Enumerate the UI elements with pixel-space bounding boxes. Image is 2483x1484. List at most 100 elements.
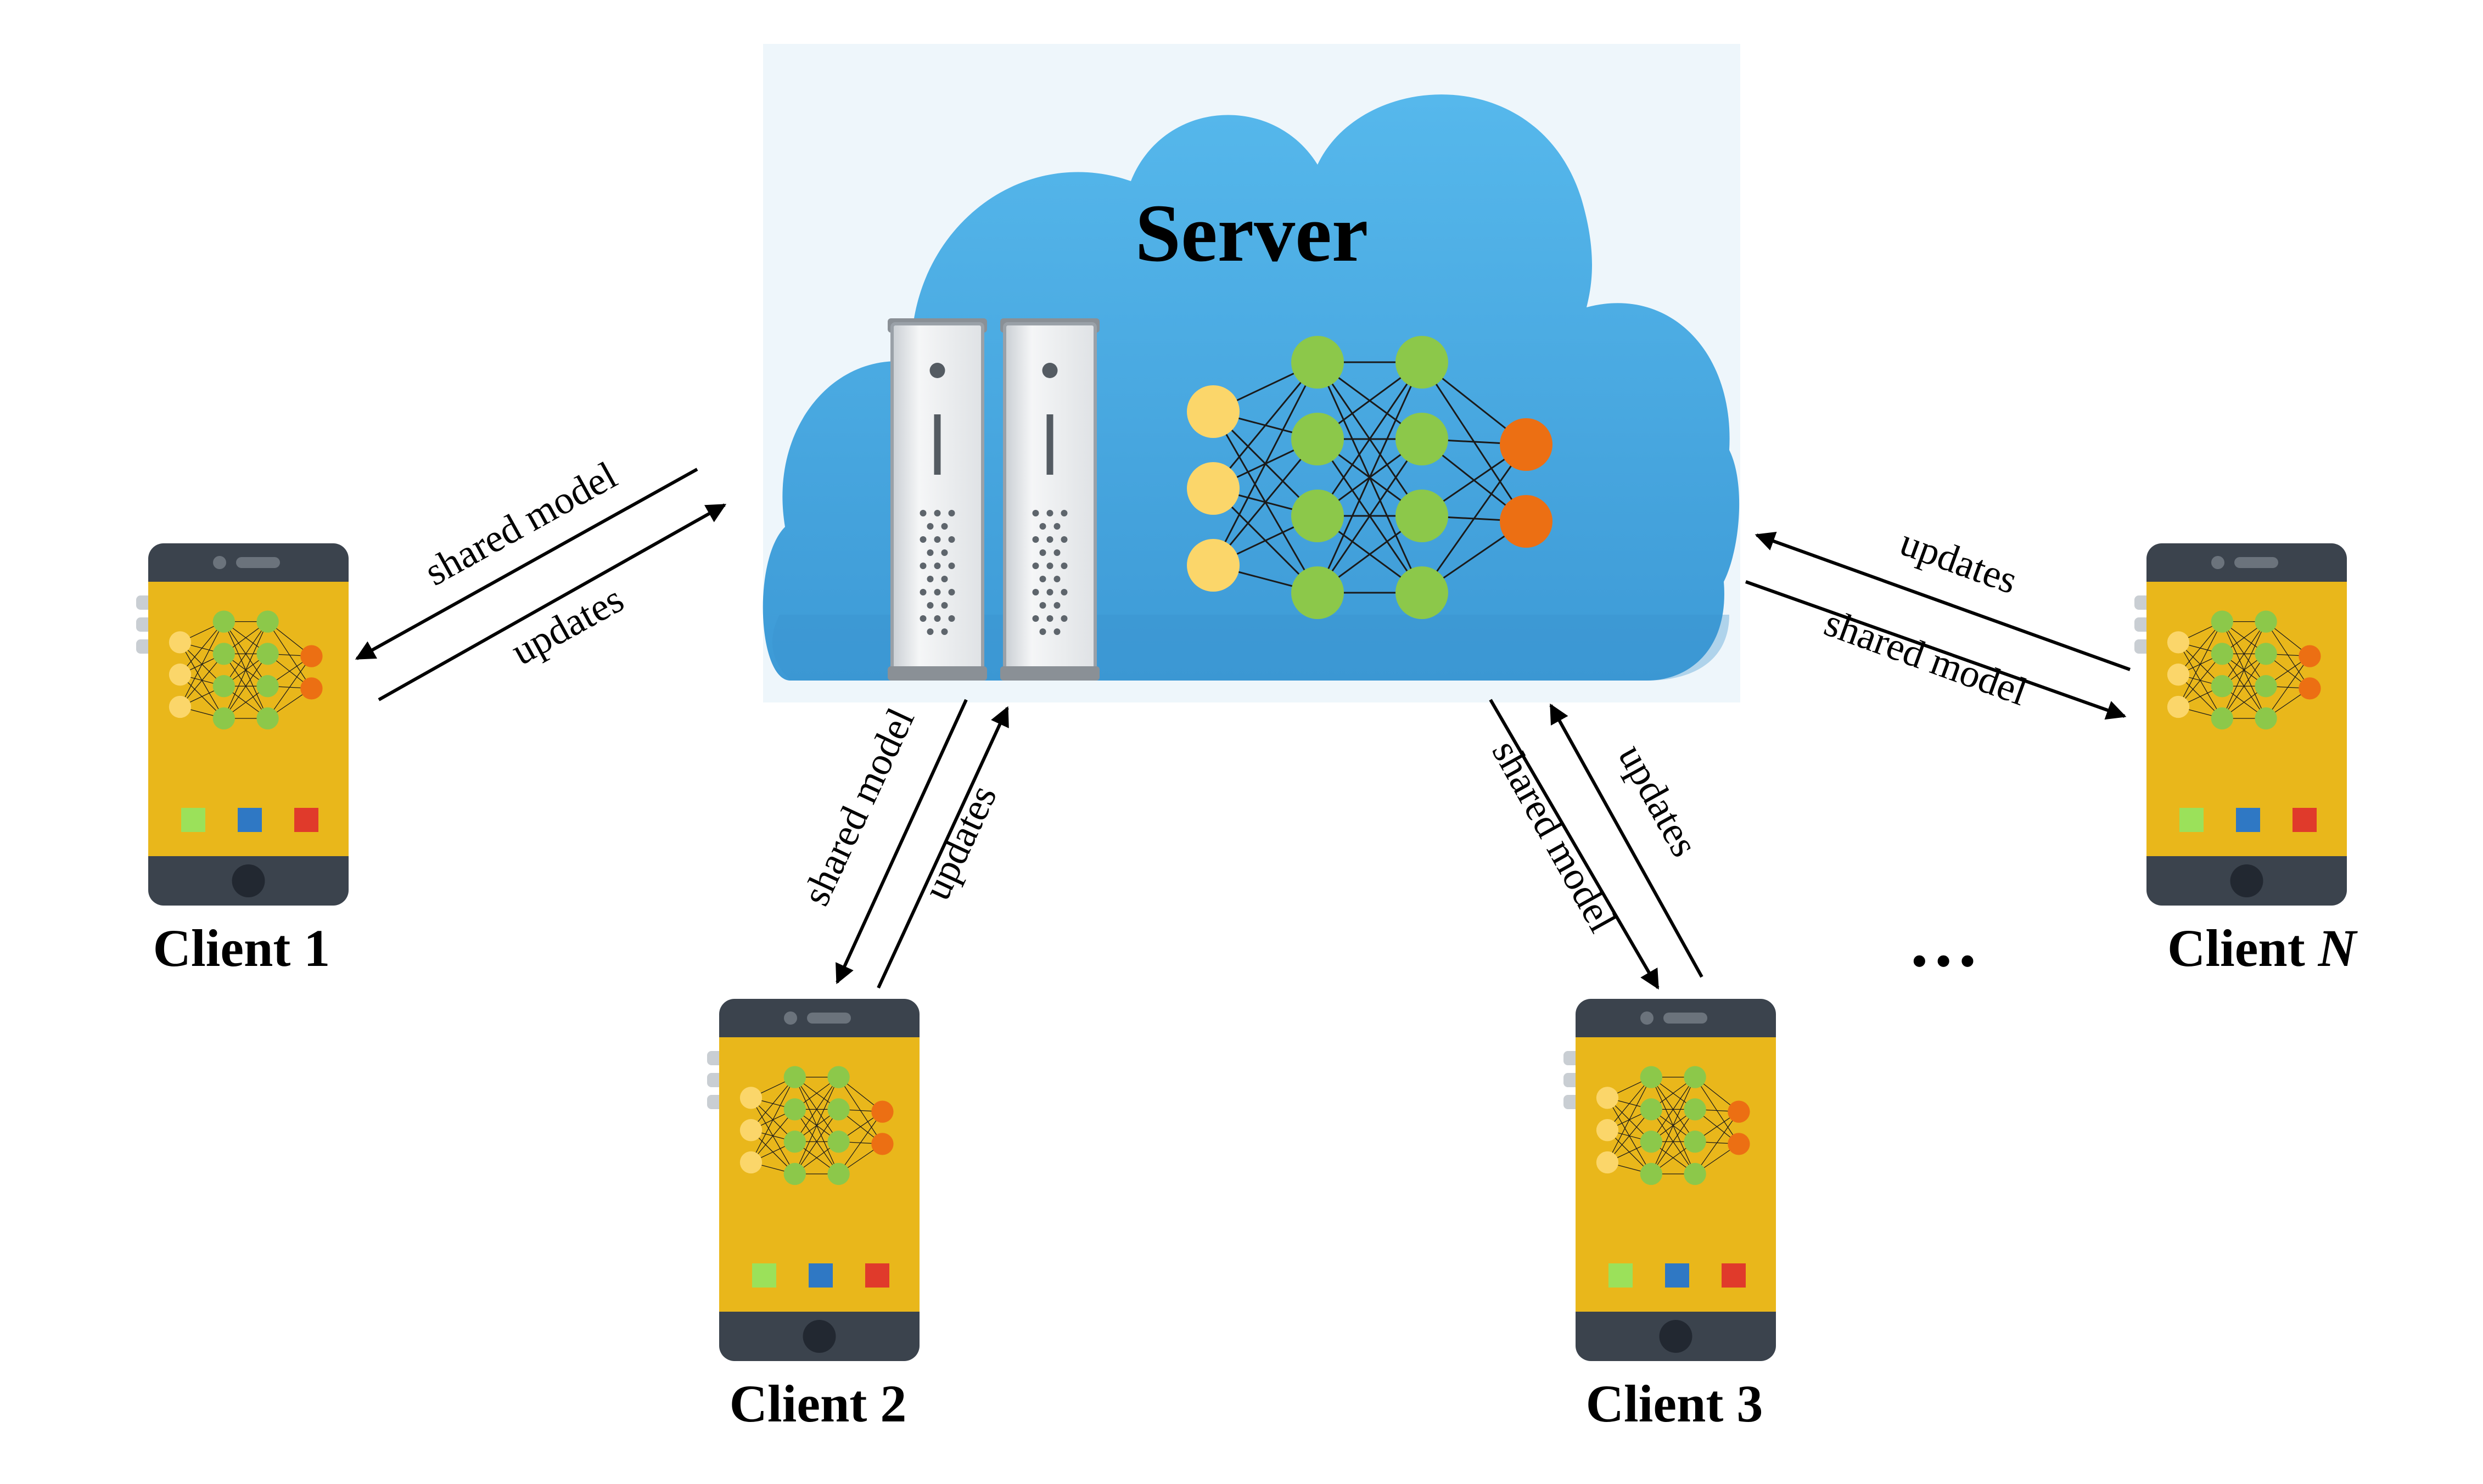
nn-edge	[180, 653, 225, 707]
green-app-icon	[2179, 808, 2204, 832]
server-unit-bottom-cap	[888, 666, 987, 681]
phone-home-button	[2230, 864, 2263, 897]
client-label-prefix: Client	[153, 919, 304, 977]
shared-model-label-client-3: shared model	[1483, 733, 1624, 939]
updates-arrow-client-n	[1755, 532, 2131, 671]
nn-edge	[750, 1077, 795, 1163]
server-vent-dot	[920, 563, 927, 569]
server-vent-dot	[927, 523, 934, 530]
nn-node	[1291, 566, 1344, 619]
nn-node	[1395, 413, 1448, 465]
nn-edge	[1212, 362, 1319, 566]
nn-node	[783, 1098, 806, 1121]
client-label-number: 2	[880, 1374, 906, 1433]
phone-camera	[2211, 556, 2224, 569]
client-label-2: Client 2	[730, 1374, 907, 1433]
blue-app-icon	[809, 1263, 833, 1288]
server-vent-dot	[1032, 536, 1039, 543]
phone-home-button	[1659, 1320, 1692, 1353]
phone-camera	[213, 556, 226, 569]
server-vent-dot	[948, 510, 955, 516]
server-vent-dot	[1039, 628, 1046, 635]
server-vent-dot	[934, 510, 941, 516]
server-vent-dot	[948, 615, 955, 622]
nn-node	[1684, 1066, 1706, 1088]
nn-edge	[750, 1109, 795, 1163]
nn-node	[871, 1133, 894, 1155]
server-vent-dot	[927, 576, 934, 582]
server-vent-dot	[934, 563, 941, 569]
server-vent-dot	[948, 589, 955, 595]
nn-node	[1187, 385, 1240, 438]
nn-node	[169, 695, 192, 718]
server-vent-dot	[1053, 576, 1061, 582]
smartphone-icon	[136, 543, 349, 906]
nn-node	[739, 1119, 763, 1142]
server-vent-dot	[934, 536, 941, 543]
nn-edge	[1316, 362, 1423, 593]
nn-edge	[2178, 653, 2223, 707]
nn-node	[212, 643, 235, 665]
nn-edge	[1421, 444, 1527, 593]
nn-node	[2255, 675, 2277, 698]
phone-home-button	[232, 864, 265, 897]
nn-edge	[794, 1077, 839, 1174]
server-vent-dot	[1061, 615, 1068, 622]
nn-edge	[1316, 362, 1423, 516]
nn-edge	[794, 1109, 839, 1174]
nn-node	[1684, 1131, 1706, 1153]
server-vent-dot	[941, 523, 948, 530]
nn-node	[1596, 1151, 1619, 1174]
nn-edge	[2178, 621, 2223, 675]
updates-arrow-client-1	[378, 503, 727, 701]
nn-edge	[1316, 439, 1423, 593]
green-app-icon	[752, 1263, 776, 1288]
nn-node	[1596, 1119, 1619, 1142]
nn-node	[783, 1162, 806, 1185]
nn-node	[169, 631, 192, 654]
updates-arrow-client-2	[877, 706, 1009, 989]
green-app-icon	[1608, 1263, 1633, 1288]
client-label-1: Client 1	[153, 919, 330, 977]
more-clients-ellipsis: …	[1908, 903, 1979, 982]
server-unit-bottom-cap	[1000, 666, 1100, 681]
client-label-n: Client N	[2167, 919, 2358, 977]
server-vent-dot	[927, 602, 934, 609]
shared-model-label-client-n: shared model	[1819, 600, 2033, 714]
smartphone-icon	[707, 999, 920, 1361]
smartphone-icon	[2134, 543, 2347, 906]
client-label-prefix: Client	[730, 1374, 881, 1433]
server-vent-dot	[1053, 602, 1061, 609]
server-vent-dot	[920, 510, 927, 516]
nn-node	[1395, 566, 1448, 619]
nn-node	[1728, 1100, 1750, 1123]
client-label-3: Client 3	[1586, 1374, 1763, 1433]
server-vent-dot	[1039, 576, 1046, 582]
nn-node	[2299, 677, 2321, 700]
nn-edge	[1695, 1111, 1739, 1174]
server-vent-dot	[941, 549, 948, 556]
shared-model-arrow-client-2	[836, 699, 968, 985]
nn-node	[1500, 418, 1552, 471]
nn-node	[2211, 707, 2233, 730]
nn-node	[2211, 610, 2233, 633]
nn-node	[2255, 610, 2277, 633]
nn-node	[1640, 1098, 1662, 1121]
phone-camera	[1640, 1011, 1654, 1025]
client-label-number: 1	[304, 919, 330, 977]
blue-app-icon	[2236, 808, 2260, 832]
server-vent-dot	[920, 536, 927, 543]
nn-edge	[1651, 1109, 1696, 1174]
nn-edge	[1651, 1077, 1696, 1142]
nn-node	[1395, 336, 1448, 389]
server-vent-dot	[934, 615, 941, 622]
nn-edge	[794, 1077, 839, 1142]
server-vent-dot	[1053, 523, 1061, 530]
nn-node	[1187, 539, 1240, 592]
nn-node	[827, 1066, 850, 1088]
server-power-light	[1042, 363, 1058, 378]
phone-home-button	[803, 1320, 836, 1353]
server-vent-dot	[1032, 589, 1039, 595]
server-vent-dot	[1032, 563, 1039, 569]
